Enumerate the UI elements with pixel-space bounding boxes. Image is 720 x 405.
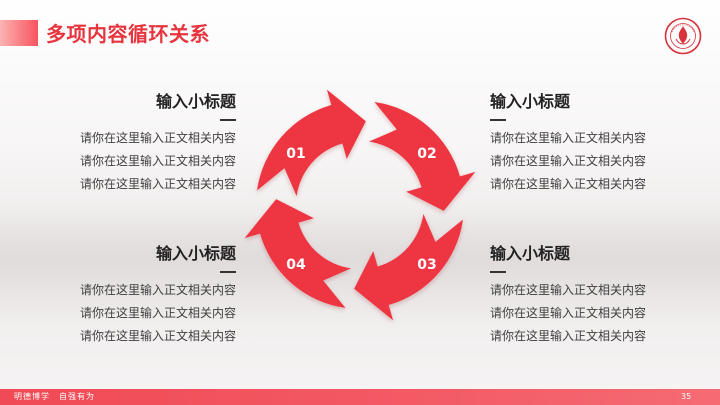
section-04: 输入小标题 请你在这里输入正文相关内容 请你在这里输入正文相关内容 请你在这里输… bbox=[36, 243, 236, 348]
subtitle-underline bbox=[490, 119, 506, 121]
footer-bar bbox=[0, 389, 720, 405]
section-subtitle: 输入小标题 bbox=[490, 92, 571, 111]
section-body-line: 请你在这里输入正文相关内容 bbox=[490, 283, 647, 297]
cycle-label-04: 04 bbox=[286, 257, 306, 273]
subtitle-underline bbox=[490, 271, 506, 273]
page-number: 35 bbox=[681, 392, 692, 401]
subtitle-underline bbox=[220, 271, 236, 273]
section-body-line: 请你在这里输入正文相关内容 bbox=[79, 283, 236, 297]
section-body-line: 请你在这里输入正文相关内容 bbox=[490, 131, 647, 145]
cycle-arrow-04 bbox=[244, 199, 352, 308]
section-body-line: 请你在这里输入正文相关内容 bbox=[79, 306, 236, 320]
section-body-line: 请你在这里输入正文相关内容 bbox=[490, 177, 647, 191]
background-building-band bbox=[0, 205, 720, 325]
cycle-arrow-03 bbox=[354, 213, 463, 321]
section-subtitle: 输入小标题 bbox=[155, 244, 236, 263]
section-body-line: 请你在这里输入正文相关内容 bbox=[79, 329, 236, 343]
cycle-arrow-02 bbox=[368, 102, 476, 211]
cycle-label-01: 01 bbox=[286, 146, 305, 162]
section-body-line: 请你在这里输入正文相关内容 bbox=[79, 131, 236, 145]
section-body-line: 请你在这里输入正文相关内容 bbox=[79, 154, 236, 168]
section-subtitle: 输入小标题 bbox=[490, 244, 571, 263]
cycle-label-02: 02 bbox=[417, 146, 436, 162]
university-seal-icon bbox=[664, 17, 702, 55]
section-01: 输入小标题 请你在这里输入正文相关内容 请你在这里输入正文相关内容 请你在这里输… bbox=[36, 91, 236, 196]
subtitle-underline bbox=[220, 119, 236, 121]
page-title: 多项内容循环关系 bbox=[46, 22, 210, 46]
footer-motto: 明德博学 自强有为 bbox=[14, 392, 95, 401]
section-02: 输入小标题 请你在这里输入正文相关内容 请你在这里输入正文相关内容 请你在这里输… bbox=[490, 91, 690, 196]
section-subtitle: 输入小标题 bbox=[155, 92, 236, 111]
section-03: 输入小标题 请你在这里输入正文相关内容 请你在这里输入正文相关内容 请你在这里输… bbox=[490, 243, 690, 348]
section-body-line: 请你在这里输入正文相关内容 bbox=[490, 306, 647, 320]
title-accent-bar bbox=[0, 20, 38, 46]
cycle-label-03: 03 bbox=[417, 257, 436, 273]
section-body-line: 请你在这里输入正文相关内容 bbox=[490, 154, 647, 168]
cycle-arrow-01 bbox=[257, 89, 366, 197]
section-body-line: 请你在这里输入正文相关内容 bbox=[490, 329, 647, 343]
section-body-line: 请你在这里输入正文相关内容 bbox=[79, 177, 236, 191]
cycle-diagram: 01 02 03 04 bbox=[244, 89, 476, 321]
